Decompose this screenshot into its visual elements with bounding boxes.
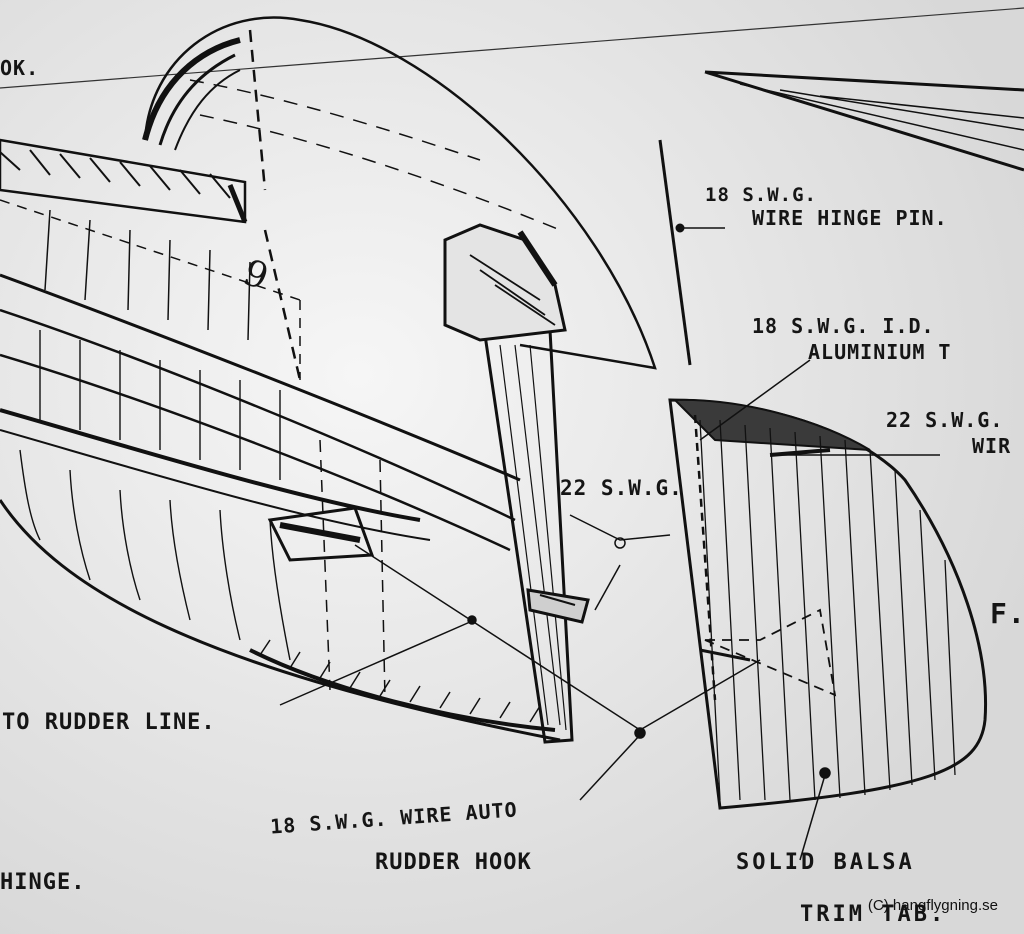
rudder-post [443, 223, 590, 744]
wire-22-right-label-line2: WIR [972, 434, 1012, 458]
leader-lines [279, 359, 940, 861]
hinge-fragment-label: HINGE. [0, 870, 86, 895]
auto-rudder-hook-label-line2: RUDDER HOOK [375, 850, 532, 875]
rudder-surface [668, 398, 988, 810]
tailplane-slab [0, 138, 248, 224]
sheet-edge-line [0, 7, 1024, 89]
copyright-credit: (C) hangflygning.se [867, 897, 998, 914]
wire-22-center-label: 22 S.W.G. [560, 476, 683, 500]
wire-hinge-pin-label-line2: WIRE HINGE PIN. [752, 206, 948, 230]
fuselage-outline [0, 199, 561, 742]
to-rudder-line-label: TO RUDDER LINE. [2, 710, 216, 735]
aluminium-tube-label-line2: ALUMINIUM T [808, 340, 952, 364]
hinge-pin-wire [658, 139, 725, 366]
wire-22-right-label-line1: 22 S.W.G. [886, 408, 1004, 432]
trim-tab-label-line2: TRIM TAB. [800, 902, 947, 927]
aluminium-tube-label-line1: 18 S.W.G. I.D. [752, 314, 935, 338]
right-edge-fragment-label: F. [990, 597, 1024, 630]
fin-outline [142, 16, 657, 381]
wire-hinge-pin-label-line1: 18 S.W.G. [705, 184, 817, 206]
trim-tab-label-line1: SOLID BALSA [736, 850, 915, 875]
top-left-fragment-label: OK. [0, 56, 40, 80]
wing-tip-fragment [704, 70, 1024, 172]
